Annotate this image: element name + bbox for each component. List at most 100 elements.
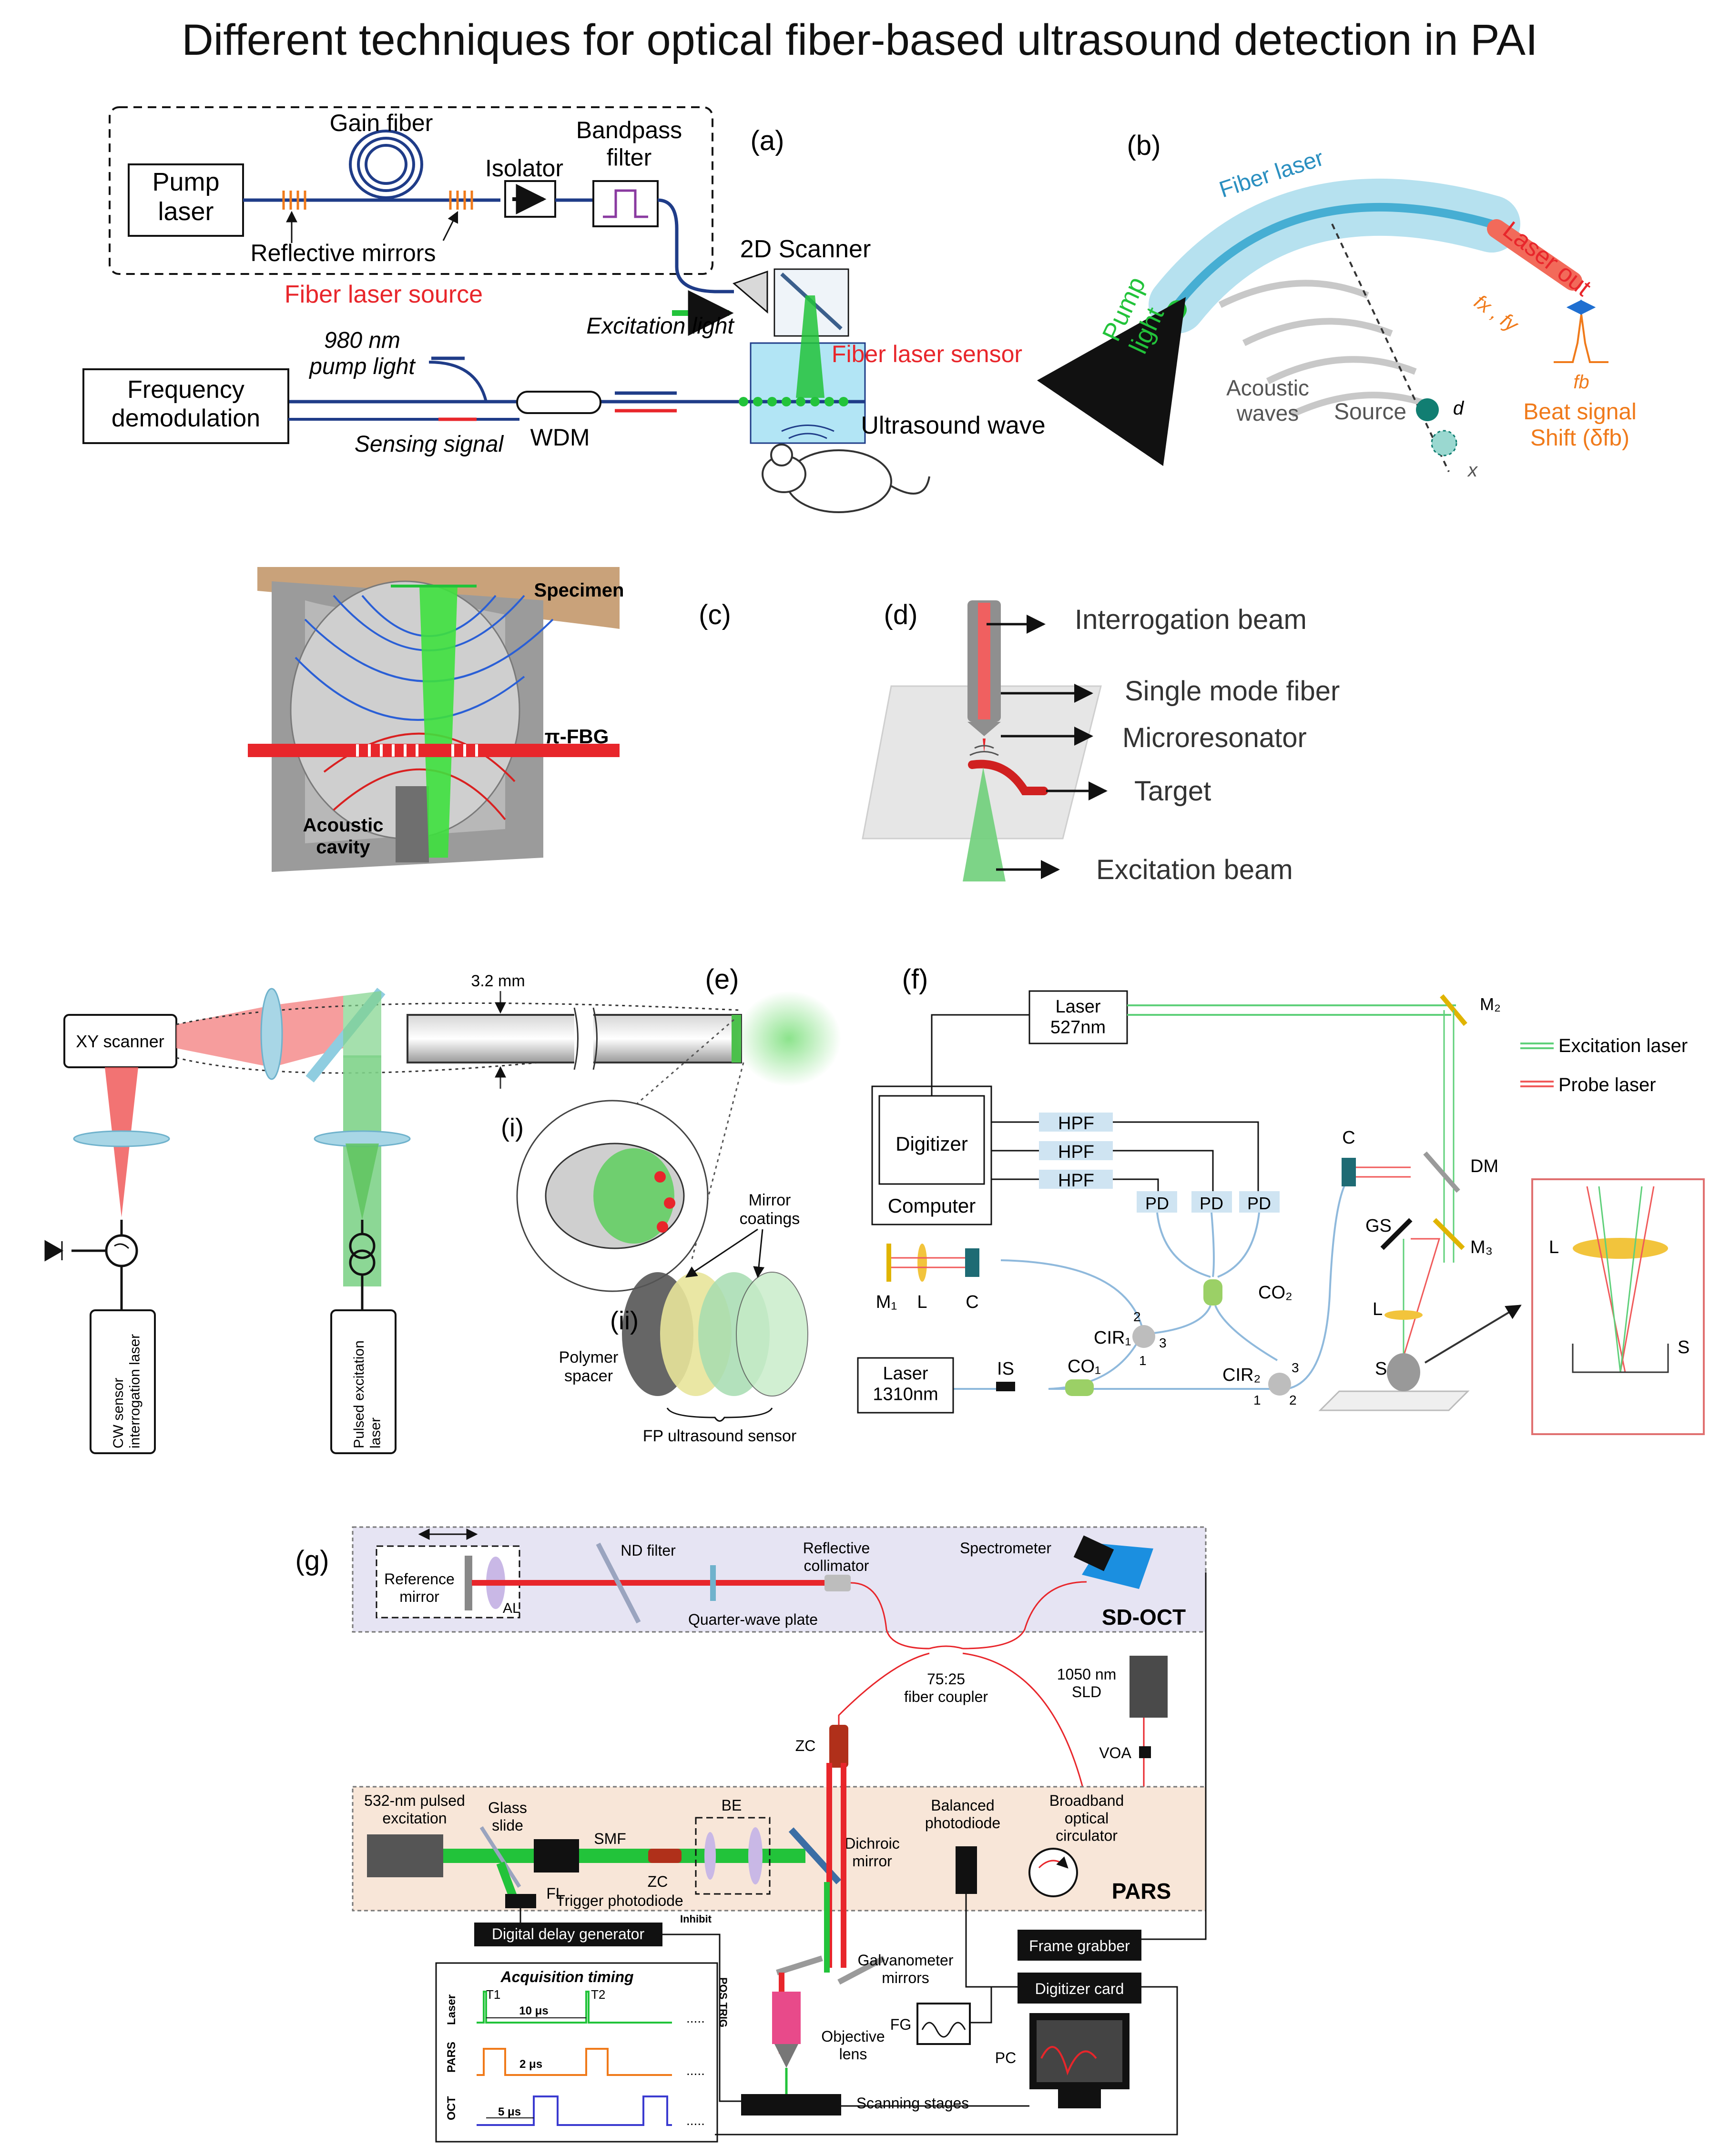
cir2-icon (1268, 1373, 1291, 1396)
photodiode-icon (44, 1240, 64, 1262)
source-label: Source (1334, 399, 1406, 425)
gs-label: GS (1365, 1216, 1392, 1236)
delay-generator-box (474, 1923, 662, 1946)
excitation-beam-c (419, 586, 458, 858)
figure-title: Different techniques for optical fiber-b… (182, 16, 1537, 64)
fl-label: FL (546, 1885, 564, 1902)
laser-timing-trace (477, 1991, 672, 2024)
ultrasound-wave-arcs (781, 425, 835, 439)
cir2-port-3: 3 (1292, 1360, 1299, 1375)
pars-timing-trace (477, 2048, 672, 2076)
mirror-m3 (1433, 1218, 1465, 1250)
zc-label-mid: ZC (648, 1873, 668, 1890)
t2-label: T2 (591, 1987, 605, 2002)
pi-fbg-grating (356, 744, 478, 757)
fiber-laser-sensor-label: Fiber laser sensor (832, 341, 1022, 367)
bandpass-filter-box (592, 180, 659, 227)
gain-fiber-coil (349, 130, 423, 199)
pi-fbg-label: π-FBG (545, 725, 609, 748)
cir1-icon (1132, 1325, 1155, 1348)
trigger-pd-icon (505, 1894, 536, 1908)
cw-laser-label: CW sensorinterrogation laser (111, 1334, 143, 1448)
m3-label: M₃ (1470, 1237, 1493, 1257)
be-label: BE (722, 1797, 742, 1814)
pd-2-label: PD (1200, 1194, 1223, 1213)
mouse-icon (762, 444, 930, 513)
digitizer-label: Digitizer (896, 1133, 968, 1155)
s-label: S (1375, 1359, 1387, 1379)
cir1-port-2: 2 (1133, 1309, 1141, 1324)
pd-3-label: PD (1247, 1194, 1271, 1213)
collimator-c (1342, 1158, 1356, 1186)
hpf-2-label: HPF (1058, 1142, 1094, 1162)
row-laser-label: Laser (445, 1994, 458, 2025)
hpf-3-label: HPF (1058, 1171, 1094, 1191)
pc-label: PC (995, 2049, 1016, 2066)
dots-laser: ..... (686, 2011, 705, 2025)
bandpass-icon (603, 189, 648, 218)
dichroic-dm (1423, 1151, 1460, 1193)
acq-timing-label: Acquisition timing (500, 1968, 633, 1985)
inset-i-label: (i) (501, 1113, 524, 1142)
computer-label: Computer (888, 1194, 976, 1217)
isolator-f (996, 1382, 1015, 1391)
digitizer-card-box (1018, 1973, 1141, 2004)
t2us-label: 2 μs (519, 2058, 542, 2071)
wdm-coupler (516, 391, 601, 414)
cir2-port-1: 1 (1253, 1393, 1261, 1407)
excitation-beam-label: Excitation beam (1096, 854, 1293, 885)
zoom-sample (1572, 1344, 1669, 1373)
cir2-port-2: 2 (1289, 1393, 1297, 1407)
galvo-gs (1380, 1218, 1413, 1250)
acoustic-wave-fronts (1218, 280, 1431, 418)
glass-slide (479, 1826, 521, 1888)
xy-scanner-label: XY scanner (76, 1032, 164, 1051)
acquisition-timing-box (435, 1962, 718, 2143)
delay-gen-label: Digital delay generator (492, 1925, 645, 1943)
panel-b-label: (b) (1127, 130, 1161, 161)
t10-label: 10 μs (519, 2004, 548, 2017)
co2-label: CO₂ (1258, 1283, 1293, 1303)
pars-label: PARS (1112, 1879, 1171, 1903)
objective-lens (772, 1992, 801, 2044)
frame-grabber-label: Frame grabber (1029, 1937, 1130, 1954)
fp-sensor-label: FP ultrasound sensor (643, 1427, 797, 1445)
galvanometer-mirrors (776, 1955, 885, 1985)
microresonator-label: Microresonator (1122, 722, 1307, 753)
fiber-laser-source-box (109, 106, 713, 275)
frame-grabber-box (1018, 1930, 1141, 1961)
laser-527-box (1028, 990, 1128, 1044)
pd-1-label: PD (1145, 1194, 1169, 1213)
panel-e-label: (e) (705, 964, 739, 995)
sample-stage (1318, 1390, 1470, 1411)
pd-row: PD PD PD (1137, 1191, 1280, 1213)
co1-coupler (1065, 1379, 1094, 1396)
sd-oct-label: SD-OCT (1102, 1605, 1186, 1630)
reference-mirror (465, 1556, 472, 1610)
circulator-icon (105, 1234, 138, 1267)
zc-collimator-mid (648, 1849, 682, 1863)
al-label: AL (503, 1600, 520, 1616)
cir2-label: CIR₂ (1222, 1365, 1261, 1385)
zoom-l-label: L (1549, 1237, 1559, 1257)
cw-laser-box (90, 1309, 156, 1454)
laser-out-label: Laser out (1498, 216, 1597, 302)
control-wiring (519, 1572, 1207, 2136)
reflective-mirrors-label: Reflective mirrors (251, 240, 436, 266)
sld-source (1130, 1656, 1168, 1718)
frequency-demod-box (82, 368, 289, 444)
row-oct-label: OCT (445, 2096, 458, 2120)
